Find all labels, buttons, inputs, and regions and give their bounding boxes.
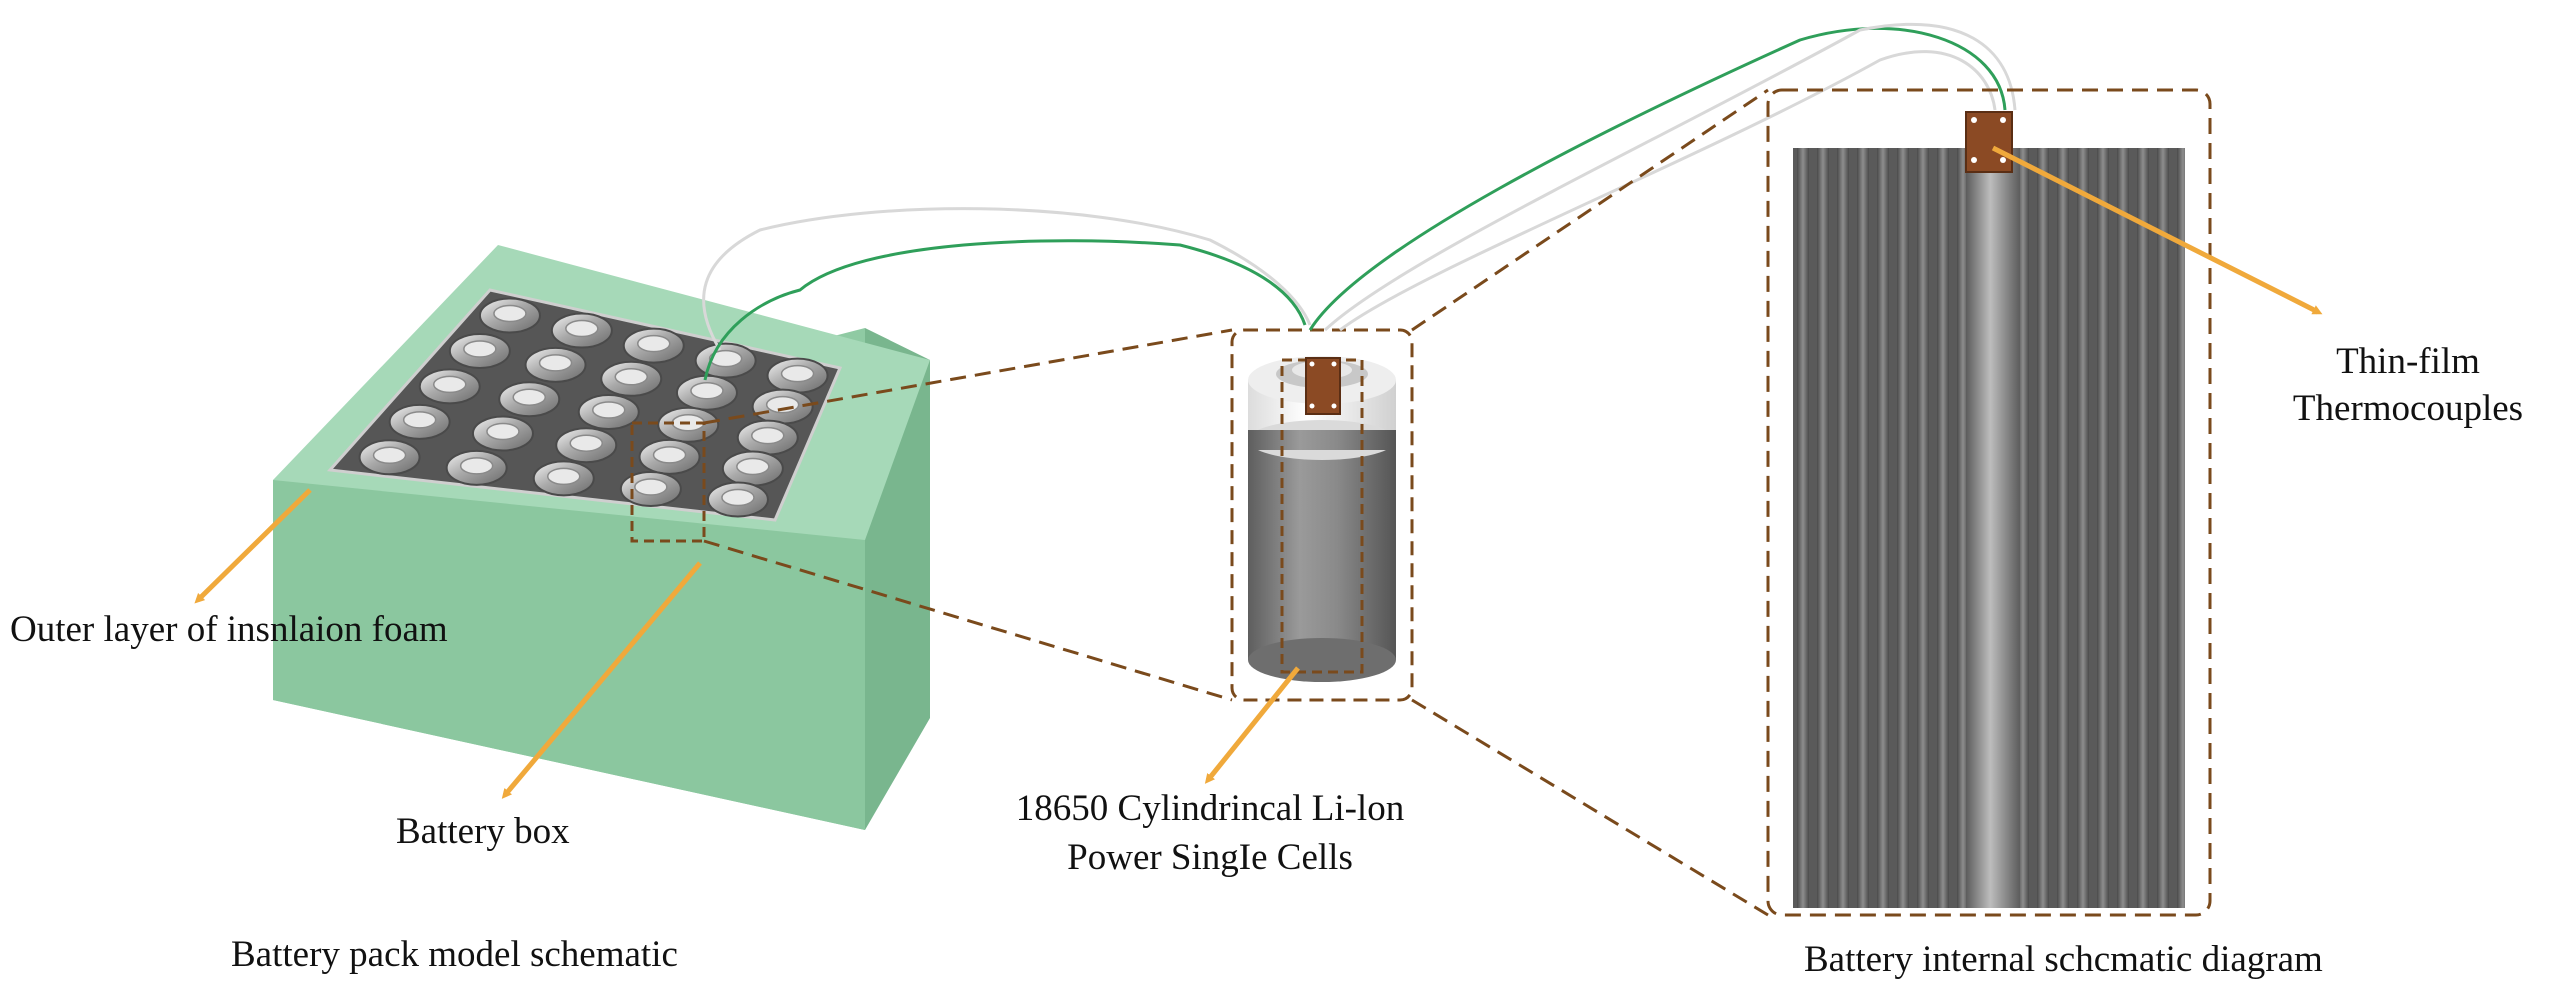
cell-cap	[498, 381, 561, 418]
cell-cap	[445, 449, 508, 486]
arrow-foam	[194, 488, 312, 604]
cell-cap	[550, 312, 613, 349]
cell-cap	[657, 406, 720, 443]
cell-cap	[524, 346, 587, 383]
cell-wire-green	[1308, 27, 2007, 331]
cell-cap	[600, 360, 663, 397]
label-thermo-line2: Thermocouples	[2292, 388, 2524, 429]
cell-cap	[622, 327, 685, 364]
selected-cell-box	[630, 421, 706, 543]
cell-grid	[358, 297, 829, 518]
label-foam: Outer layer of insnlaion foam	[10, 609, 448, 650]
battery-pack-icon	[273, 207, 1312, 830]
arrow-thermocouple	[1991, 145, 2323, 315]
arrow-battery-box	[501, 561, 702, 799]
zoom-line-pack-bottom	[703, 539, 1233, 702]
cell-wire-white	[1323, 22, 2017, 332]
cell-cap	[388, 403, 451, 440]
foam-front-lower	[273, 480, 865, 830]
arrow-cell	[1204, 666, 1300, 784]
cell-cap	[532, 460, 595, 497]
cell-cap	[418, 368, 481, 405]
pack-wire-white	[702, 207, 1312, 351]
cell-cap	[694, 342, 757, 379]
label-thermocouples: Thin-film Thermocouples	[2270, 340, 2546, 430]
label-thermo-line1: Thin-film	[2336, 341, 2480, 382]
central-mandrel	[1966, 148, 2020, 908]
cylindrical-cell-icon	[1230, 328, 1414, 702]
caption-internal: Battery internal schcmatic diagram	[1804, 939, 2323, 980]
cell-cap	[448, 332, 511, 369]
battery-box-rim	[326, 288, 843, 522]
label-battery-box: Battery box	[396, 811, 570, 852]
internal-dashed-frame	[1766, 88, 2212, 917]
cell-cap	[638, 438, 701, 475]
label-cell: 18650 Cylindrincal Li-lon Power SingIe C…	[930, 787, 1490, 879]
zoom-line-pack-top	[703, 328, 1233, 425]
cell-cap	[619, 470, 682, 507]
cell-cap	[706, 481, 769, 518]
zoom-line-cell-top	[1411, 88, 1769, 332]
cell-cap	[736, 419, 799, 456]
cell-cap	[478, 297, 541, 334]
cell-cap	[766, 357, 829, 394]
caption-pack: Battery pack model schematic	[231, 934, 678, 975]
cell-cap	[358, 439, 421, 476]
pack-wire-green	[703, 239, 1307, 381]
cell-dashed-frame	[1230, 328, 1414, 702]
cell-cross-section-icon	[1766, 88, 2212, 917]
cell-wire-white-2	[1339, 50, 1997, 332]
cell-cap	[577, 394, 640, 430]
cell-cap	[471, 415, 534, 452]
label-cell-line2: Power SingIe Cells	[1067, 837, 1353, 878]
cell-cap	[721, 450, 784, 487]
cell-cap	[675, 374, 738, 411]
zoom-line-cell-bottom	[1411, 698, 1769, 917]
label-cell-line1: 18650 Cylindrincal Li-lon	[1015, 788, 1405, 829]
cell-cap	[555, 427, 618, 464]
cell-cap	[751, 388, 814, 425]
